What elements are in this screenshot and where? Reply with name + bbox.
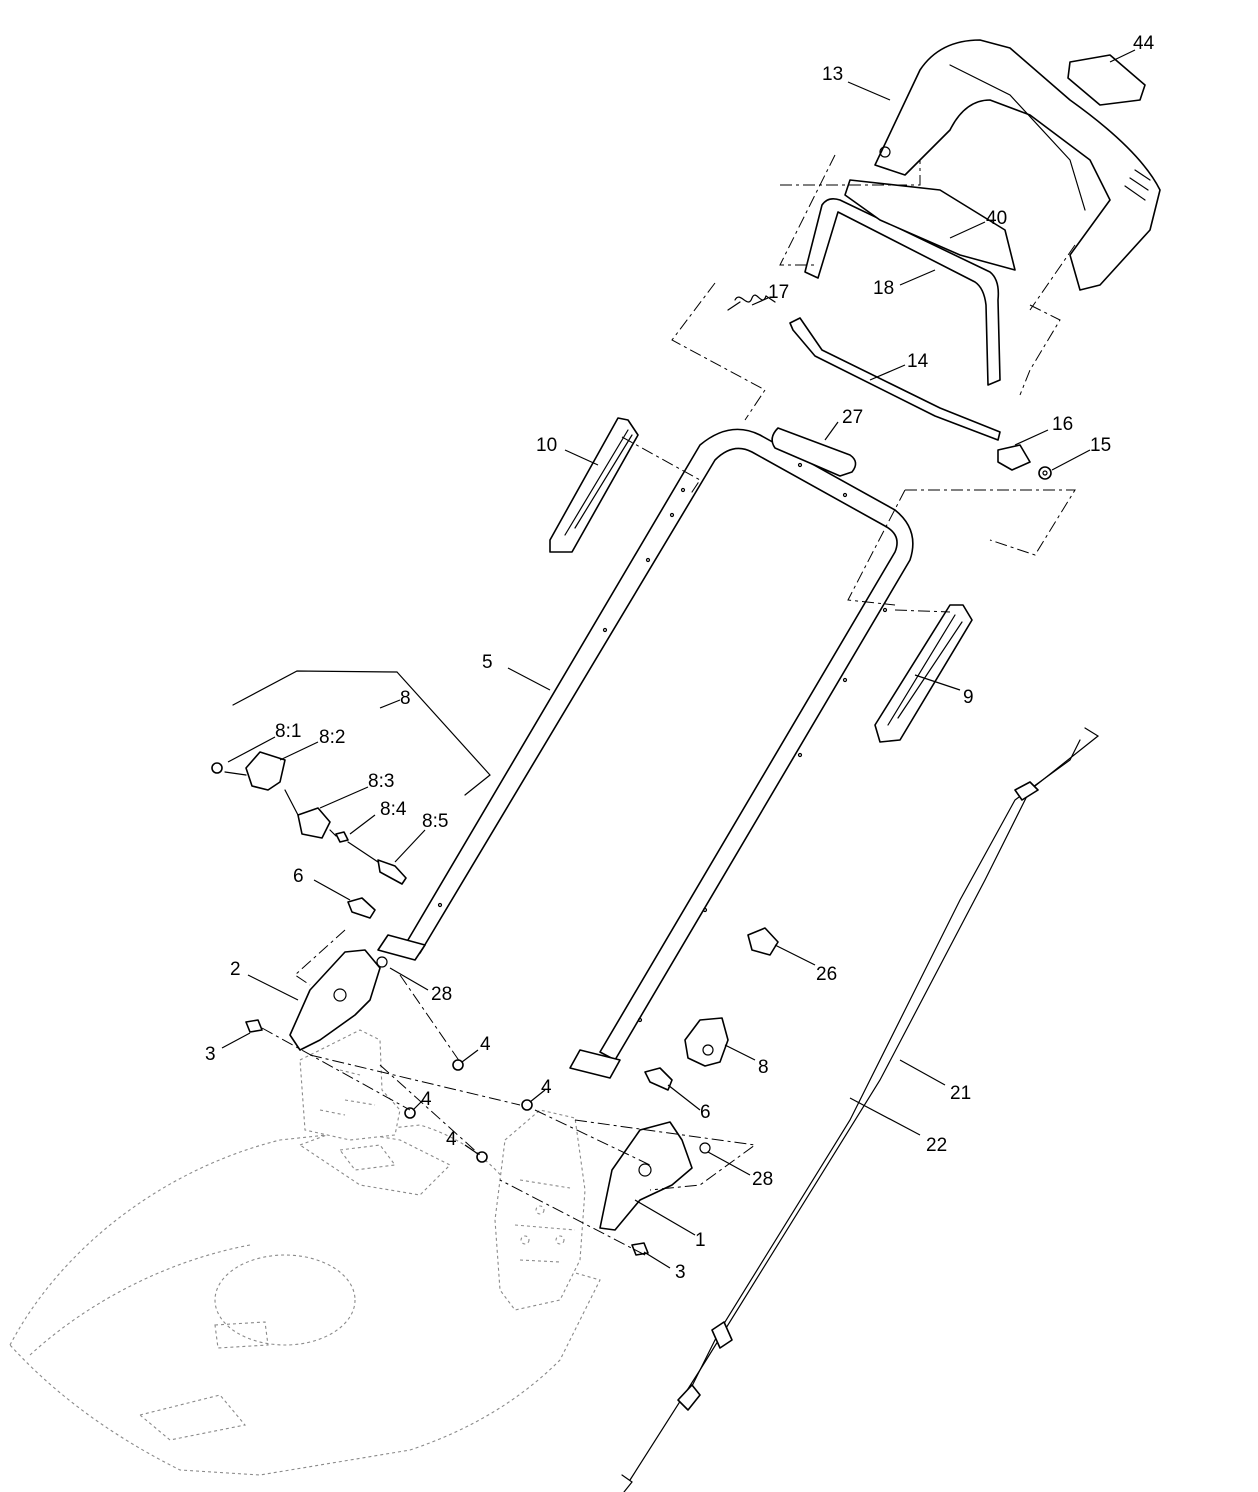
callout-14: 14 xyxy=(907,351,929,372)
bail-rod xyxy=(789,317,1001,441)
left-deck-bracket-ghost xyxy=(299,1029,401,1141)
callout-8-4: 8:4 xyxy=(380,799,407,820)
callout-4-b: 4 xyxy=(541,1077,552,1098)
cable-guide-right xyxy=(874,604,973,743)
callout-3-left: 3 xyxy=(205,1044,216,1065)
right-pivot-bracket xyxy=(599,1121,711,1231)
callout-2: 2 xyxy=(230,959,241,980)
handle-label-decal xyxy=(1067,54,1146,106)
callout-4-d: 4 xyxy=(446,1129,457,1150)
callout-26: 26 xyxy=(816,964,837,985)
callout-6-left: 6 xyxy=(293,866,304,887)
callout-10: 10 xyxy=(536,435,557,456)
callout-8-1: 8:1 xyxy=(275,721,301,742)
callout-15: 15 xyxy=(1090,435,1111,456)
pivot-bolt-left xyxy=(347,897,376,919)
callout-4-a: 4 xyxy=(480,1034,491,1055)
grip-sleeve xyxy=(771,427,857,477)
callout-28-right: 28 xyxy=(752,1169,773,1190)
bail-pad xyxy=(844,179,1016,271)
callout-labels: 13 44 40 18 17 14 27 16 15 10 5 9 8 8:1 … xyxy=(205,33,1155,1283)
right-deck-bracket-ghost xyxy=(494,1109,586,1311)
leader-lines xyxy=(221,49,1136,1269)
rod-washer xyxy=(1038,466,1052,480)
callout-21: 21 xyxy=(950,1083,971,1104)
flange-nuts xyxy=(404,1059,533,1163)
cable-guide-left xyxy=(549,417,639,553)
callout-8-5: 8:5 xyxy=(422,811,448,832)
callout-40: 40 xyxy=(986,208,1007,229)
control-cables xyxy=(621,727,1100,1492)
assembly-lines xyxy=(261,154,1076,1256)
callout-6-right: 6 xyxy=(700,1102,711,1123)
callout-8-kit: 8 xyxy=(400,688,411,709)
main-handle-tube xyxy=(404,428,914,1061)
callout-17: 17 xyxy=(768,282,789,303)
callout-8-knob: 8 xyxy=(758,1057,769,1078)
callout-1: 1 xyxy=(695,1230,706,1251)
height-knob xyxy=(684,1017,729,1067)
upper-handle-console xyxy=(874,39,1161,291)
knob-kit-bracket xyxy=(232,670,491,796)
callout-27: 27 xyxy=(842,407,863,428)
callout-22: 22 xyxy=(926,1135,947,1156)
callout-16: 16 xyxy=(1052,414,1073,435)
callout-13: 13 xyxy=(822,64,843,85)
rod-bushing xyxy=(997,444,1031,471)
pivot-bolt-right xyxy=(644,1067,673,1091)
callout-9: 9 xyxy=(963,687,974,708)
callout-8-2: 8:2 xyxy=(319,727,345,748)
callout-4-c: 4 xyxy=(421,1089,432,1110)
callout-28-left: 28 xyxy=(431,984,452,1005)
callout-18: 18 xyxy=(873,278,894,299)
left-pivot-bracket xyxy=(289,949,388,1051)
callout-44: 44 xyxy=(1133,33,1155,54)
torsion-spring xyxy=(727,294,776,311)
callout-5: 5 xyxy=(482,652,493,673)
callout-3-right: 3 xyxy=(675,1262,686,1283)
knob-kit-detail xyxy=(211,751,407,885)
bail-bar xyxy=(804,198,1001,386)
cable-clip xyxy=(747,927,779,956)
callout-8-3: 8:3 xyxy=(368,771,394,792)
handle-lower-pads xyxy=(377,934,621,1079)
